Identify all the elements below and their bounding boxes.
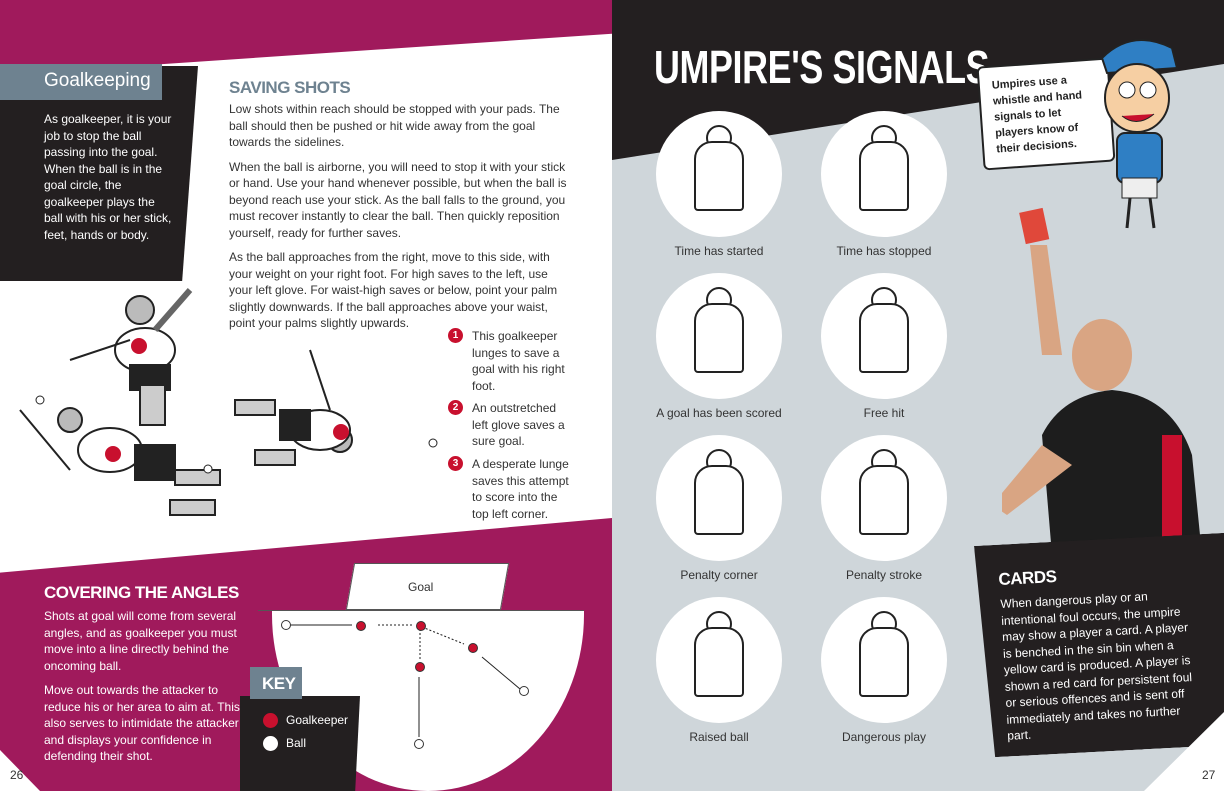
signal-caption: Raised ball xyxy=(689,730,749,744)
ball-swatch xyxy=(263,735,278,751)
goalkeeper-illustrations xyxy=(19,288,438,516)
goalkeeper-marker xyxy=(416,621,426,631)
signal-caption: Penalty stroke xyxy=(845,568,923,582)
section-tab-label: Goalkeeping xyxy=(44,70,151,91)
cartoon-umpire xyxy=(1100,39,1179,229)
key-tab xyxy=(250,667,302,699)
page-title: UMPIRE'S SIGNALS xyxy=(654,41,990,93)
paragraph: Shots at goal will come from several ang… xyxy=(44,609,237,673)
signal-caption: Penalty corner xyxy=(680,568,758,582)
saving-shots-body: Low shots within reach should be stopped… xyxy=(229,101,574,332)
paragraph: Low shots within reach should be stopped… xyxy=(229,102,560,149)
ball-marker xyxy=(519,686,529,696)
ball-marker xyxy=(414,739,424,749)
left-page: Goalkeeping As goalkeeper, it is your jo… xyxy=(0,0,612,791)
goalkeeper-marker xyxy=(356,621,366,631)
saving-shots-title: SAVING SHOTS xyxy=(229,78,351,97)
angles-diagram xyxy=(290,624,521,737)
goal-label: Goal xyxy=(408,580,434,594)
key-item-ball: Ball xyxy=(263,735,306,752)
signal-goal-scored-image xyxy=(656,273,782,399)
goalkeeper-swatch xyxy=(263,712,278,728)
signal-caption: Time has started xyxy=(674,244,764,258)
paragraph: Move out towards the attacker to reduce … xyxy=(44,683,240,763)
ball-marker xyxy=(281,620,291,630)
signal-time-stopped-image xyxy=(821,111,947,237)
signal-dangerous-play-image xyxy=(821,597,947,723)
goalkeeper-marker xyxy=(468,643,478,653)
key-title: KEY xyxy=(262,674,296,693)
signal-raised-ball-image xyxy=(656,597,782,723)
page-number: 26 xyxy=(10,768,24,782)
right-page: UMPIRE'S SIGNALS Umpires use a whistle a… xyxy=(612,0,1224,791)
signal-penalty-corner-image xyxy=(656,435,782,561)
signal-caption: Dangerous play xyxy=(841,730,927,744)
cards-title: CARDS xyxy=(998,566,1057,589)
paragraph: When the ball is airborne, you will need… xyxy=(229,159,567,240)
covering-title: COVERING THE ANGLES xyxy=(44,583,239,602)
intro-box xyxy=(0,66,198,281)
signal-caption: A goal has been scored xyxy=(656,406,782,420)
page-number: 27 xyxy=(1202,768,1216,782)
goalkeeper-marker xyxy=(415,662,425,672)
covering-body: Shots at goal will come from several ang… xyxy=(44,608,244,765)
key-item-goalkeeper: Goalkeeper xyxy=(263,712,348,729)
section-tab xyxy=(0,64,162,100)
signal-caption: Free hit xyxy=(863,406,905,420)
goal-line xyxy=(258,610,584,611)
key-box xyxy=(240,696,360,791)
signal-penalty-stroke-image xyxy=(821,435,947,561)
signal-time-started-image xyxy=(656,111,782,237)
signal-free-hit-image xyxy=(821,273,947,399)
signal-caption: Time has stopped xyxy=(836,244,932,258)
intro-text: As goalkeeper, it is your job to stop th… xyxy=(44,112,172,242)
cards-text: When dangerous play or an intentional fo… xyxy=(1000,589,1193,743)
paragraph: As the ball approaches from the right, m… xyxy=(229,250,558,330)
referee-photo xyxy=(1002,207,1202,555)
